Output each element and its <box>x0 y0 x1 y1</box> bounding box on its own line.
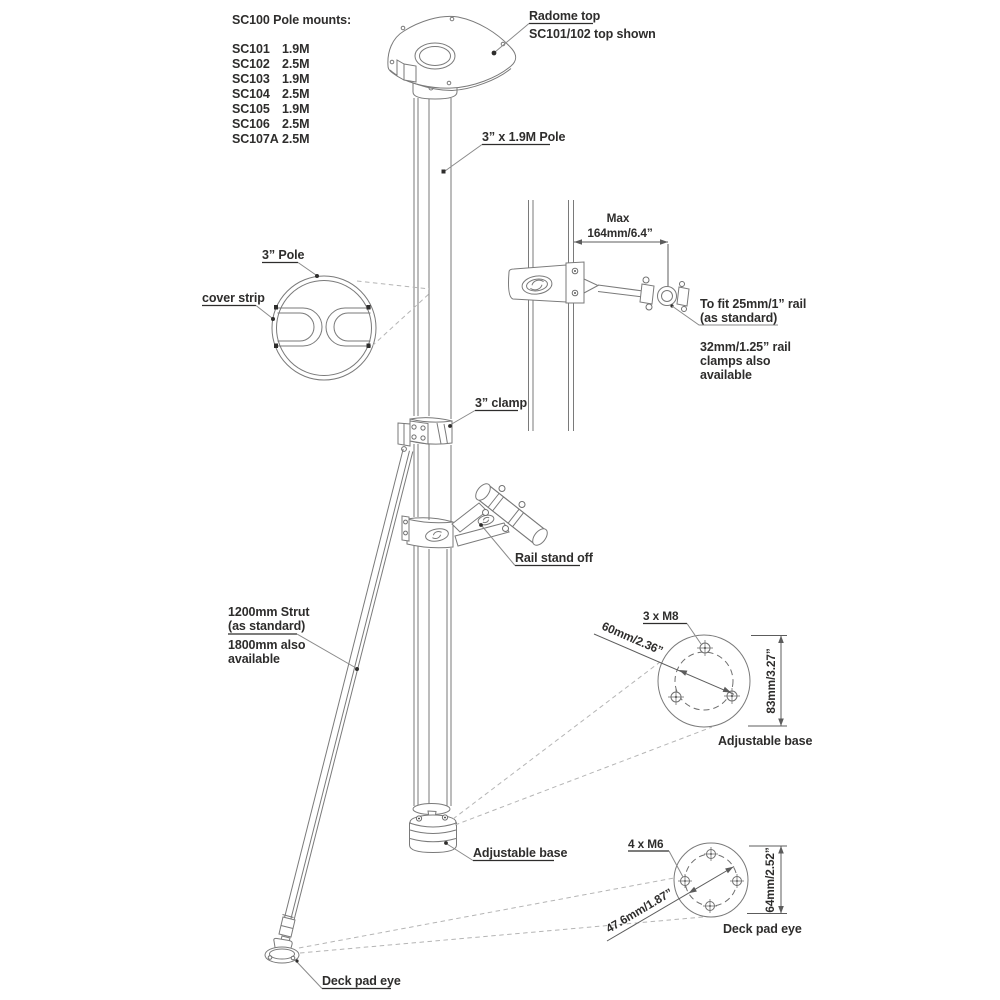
clamp-jaw-left <box>639 283 655 305</box>
rail-clamp-detail: Max 164mm/6.4” To fit 25mm/1” rail (as s… <box>508 200 806 431</box>
fit-rail-label-1: To fit 25mm/1” rail <box>700 297 806 311</box>
cover-strip-right <box>325 307 371 347</box>
pole <box>413 98 452 806</box>
section-locator-dash-2 <box>371 292 431 347</box>
model-sc106: SC106 <box>232 117 270 131</box>
deck-pad-eye-label: Deck pad eye <box>322 974 401 988</box>
callout-radome-top: Radome top SC101/102 top shown <box>491 9 656 56</box>
base-detail-caption: Adjustable base <box>718 734 813 748</box>
bolt-circle-dimension: 60mm/2.36” <box>593 619 735 695</box>
m8-label: 3 x M8 <box>643 609 679 623</box>
pad-eye-detail-caption: Deck pad eye <box>723 922 802 936</box>
length-sc107a: 2.5M <box>282 132 309 146</box>
table-title: SC100 Pole mounts: <box>232 13 351 27</box>
callout-rail-standoff: Rail stand off <box>479 523 594 567</box>
length-sc101: 1.9M <box>282 42 309 56</box>
radome-center-hole <box>414 42 456 70</box>
rail-clamp-ring <box>657 286 677 306</box>
rail-standoff-label: Rail stand off <box>515 551 594 565</box>
height-value-83: 83mm/3.27” <box>764 648 778 713</box>
height-value-64: 64mm/2.52” <box>763 847 777 912</box>
model-sc104: SC104 <box>232 87 270 101</box>
strut <box>264 448 414 964</box>
scanstrut-logo <box>521 275 553 295</box>
pole-section-outer <box>271 275 377 381</box>
model-sc101: SC101 <box>232 42 270 56</box>
height-dimension-64: 64mm/2.52” <box>747 845 787 914</box>
alt-rail-label-2: clamps also <box>700 354 771 368</box>
deck-pad-eye-detail: 4 x M6 47.6mm/1.87” 64mm/2.52” Deck pad … <box>603 837 802 942</box>
model-sc105: SC105 <box>232 102 270 116</box>
section-locator-dash-1 <box>356 280 431 290</box>
length-sc102: 2.5M <box>282 57 309 71</box>
standoff-arm-upper <box>451 502 488 533</box>
pole-section-label: 3” Pole <box>262 248 305 262</box>
m6-label: 4 x M6 <box>628 837 664 851</box>
rail-tube <box>528 200 574 431</box>
leader-square <box>441 169 446 174</box>
model-sc107a: SC107A <box>232 132 279 146</box>
strut-label-3: 1800mm also <box>228 638 306 652</box>
length-sc103: 1.9M <box>282 72 309 86</box>
strut-label-1: 1200mm Strut <box>228 605 310 619</box>
standoff-rail-tube <box>475 483 548 546</box>
clamp-label: 3” clamp <box>475 396 527 410</box>
bolt-label-m8: 3 x M8 <box>643 609 702 645</box>
rail-standoff-assembly <box>401 483 548 549</box>
strut-label-4: available <box>228 652 280 666</box>
callout-pole: 3” x 1.9M Pole <box>441 130 566 174</box>
m8-holes <box>668 640 740 705</box>
fit-rail-label-2: (as standard) <box>700 311 777 325</box>
height-dimension-83: 83mm/3.27” <box>748 635 787 727</box>
max-value: 164mm/6.4” <box>587 226 652 240</box>
upper-clamp <box>397 417 453 452</box>
model-sc103: SC103 <box>232 72 270 86</box>
radome-top-label: Radome top <box>529 9 601 23</box>
bolt-circle-value-476: 47.6mm/1.87” <box>603 885 675 935</box>
cover-strip-label: cover strip <box>202 291 265 305</box>
standoff-arm-lower <box>454 522 510 547</box>
bolt-label-m6: 4 x M6 <box>628 837 684 878</box>
leader-dot <box>491 50 497 56</box>
adjustable-base-detail: 3 x M8 60mm/2.36” 83mm/3.27” Adjustable … <box>593 609 813 748</box>
scanstrut-logo-band <box>425 528 449 542</box>
callout-clamp: 3” clamp <box>448 396 528 428</box>
pole-label: 3” x 1.9M Pole <box>482 130 566 144</box>
callout-pole-section: 3” Pole <box>262 248 319 278</box>
pole-mounts-table: SC100 Pole mounts: SC101 1.9M SC102 2.5M… <box>232 13 351 146</box>
max-dimension: Max 164mm/6.4” <box>574 211 669 286</box>
alt-rail-label-3: available <box>700 368 752 382</box>
pad-eye-detail-outer <box>673 842 749 918</box>
m6-holes <box>678 847 744 913</box>
callout-deck-pad-eye-main: Deck pad eye <box>295 959 401 990</box>
callout-strut: 1200mm Strut (as standard) 1800mm also a… <box>228 605 357 669</box>
bolt-circle-value: 60mm/2.36” <box>600 619 666 658</box>
cover-strip-section <box>271 275 431 381</box>
radome-tab <box>396 59 405 81</box>
base-detail-bolt-circle <box>674 651 734 711</box>
clamp-bolt-plate <box>409 420 429 445</box>
callout-adjustable-base-main: Adjustable base <box>444 841 568 862</box>
length-sc105: 1.9M <box>282 102 309 116</box>
clamp-jaw-right <box>676 286 690 307</box>
radome-sub-label: SC101/102 top shown <box>529 27 656 41</box>
length-sc104: 2.5M <box>282 87 309 101</box>
projection-dashes <box>298 661 713 954</box>
max-label: Max <box>607 211 630 225</box>
adjustable-base-label: Adjustable base <box>473 846 568 860</box>
deck-pad-eye-main <box>264 937 300 964</box>
base-detail-outer <box>657 634 751 728</box>
adjustable-base-main <box>409 803 457 854</box>
strut-label-2: (as standard) <box>228 619 305 633</box>
radome-assembly <box>387 15 517 100</box>
cover-strip-left <box>277 307 323 347</box>
callout-rail-fit: To fit 25mm/1” rail (as standard) 32mm/1… <box>670 297 806 382</box>
length-sc106: 2.5M <box>282 117 309 131</box>
alt-rail-label-1: 32mm/1.25” rail <box>700 340 791 354</box>
rail-clamp-bracket <box>508 264 567 303</box>
callout-cover-strip: cover strip <box>202 291 275 321</box>
model-sc102: SC102 <box>232 57 270 71</box>
